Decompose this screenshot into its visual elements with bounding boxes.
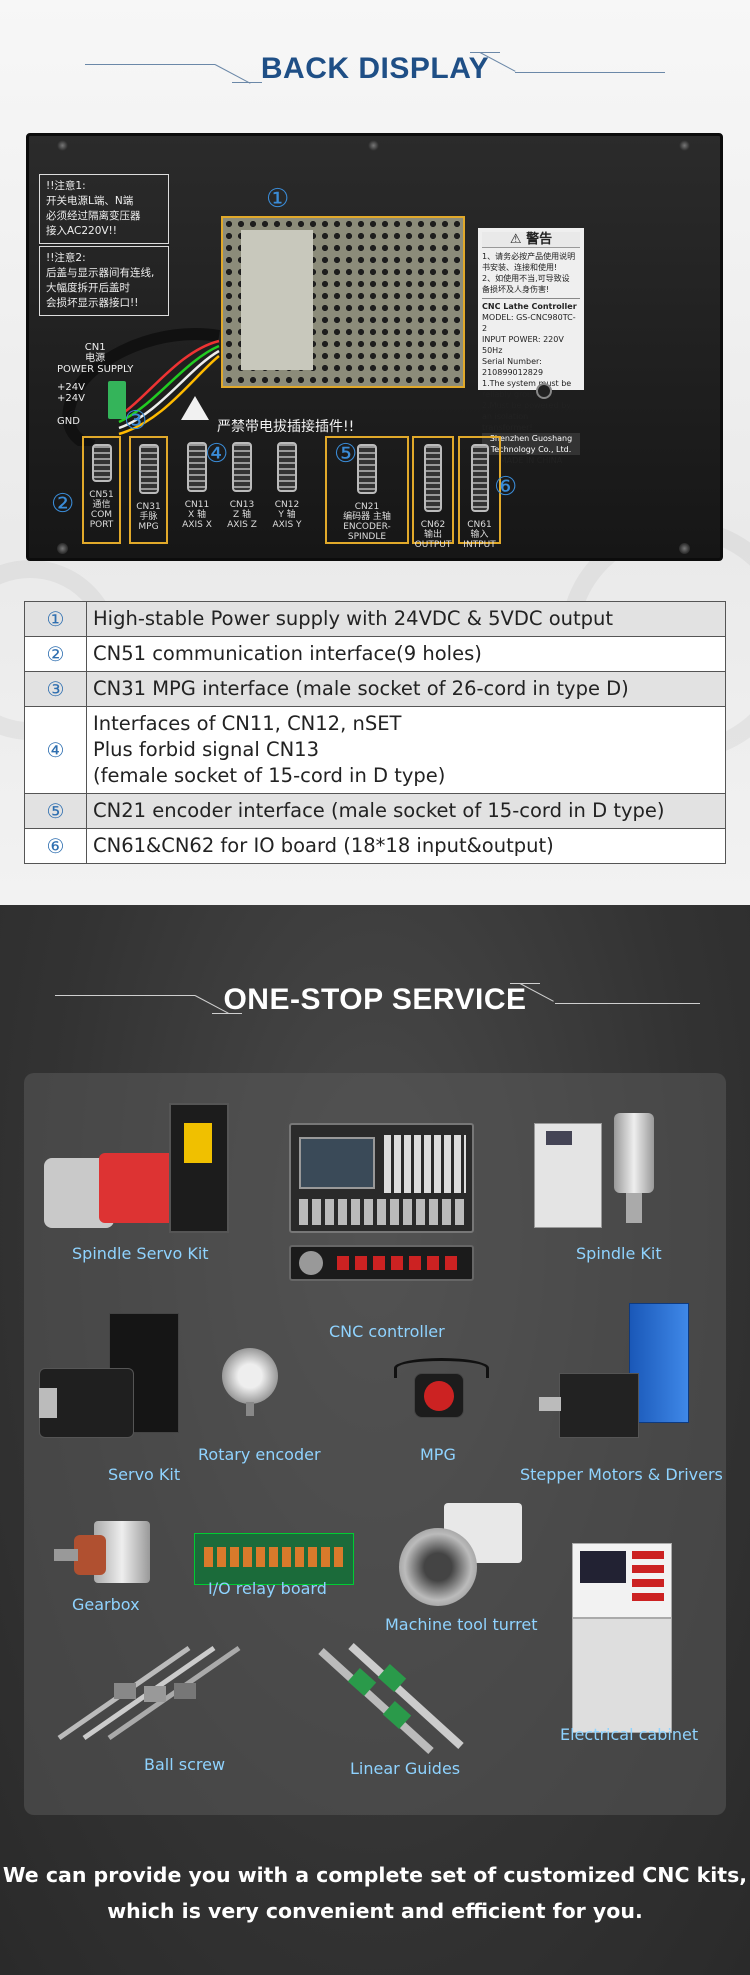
product-label: Stepper Motors & Drivers — [520, 1465, 723, 1484]
table-row: ⑤ CN21 encoder interface (male socket of… — [24, 793, 726, 829]
note-label-2: !!注意2: 后盖与显示器间有连线, 大幅度拆开后盖时 会损坏显示器接口!! — [39, 246, 169, 316]
product-servo-kit — [39, 1313, 199, 1448]
product-label: Machine tool turret — [385, 1615, 538, 1634]
marker-1: ① — [266, 184, 290, 214]
product-spindle-servo-kit — [34, 1103, 234, 1233]
warning-triangle-icon — [181, 396, 209, 420]
footer-line-2: which is very convenient and efficient f… — [107, 1899, 643, 1923]
controller-back-panel: !!注意1: 开关电源L端、N端 必须经过隔离变压器 接入AC220V!! !!… — [26, 133, 723, 561]
footer-line-1: We can provide you with a complete set o… — [2, 1863, 748, 1887]
product-stepper-motors — [539, 1303, 704, 1453]
page-title: BACK DISPLAY — [260, 52, 490, 85]
cn1-power-label: CN1 电源 POWER SUPPLY +24V +24V GND — [57, 342, 134, 427]
product-io-relay-board — [194, 1533, 354, 1585]
product-electrical-cabinet — [572, 1543, 682, 1733]
one-stop-header: ONE-STOP SERVICE — [0, 975, 750, 1025]
product-label: Electrical cabinet — [560, 1725, 699, 1744]
product-spindle-kit — [534, 1113, 674, 1238]
table-row: ⑥ CN61&CN62 for IO board (18*18 input&ou… — [24, 828, 726, 864]
table-row: ④ Interfaces of CN11, CN12, nSET Plus fo… — [24, 706, 726, 794]
product-label: MPG — [420, 1445, 456, 1464]
interface-spec-table: ① High-stable Power supply with 24VDC & … — [24, 601, 726, 864]
product-label: Gearbox — [72, 1595, 140, 1614]
back-display-section: BACK DISPLAY !!注意1: 开关电源L端、N端 必须经过隔离变压器 … — [0, 0, 750, 905]
table-row: ① High-stable Power supply with 24VDC & … — [24, 601, 726, 637]
product-cnc-controller — [289, 1123, 479, 1303]
section-title: ONE-STOP SERVICE — [223, 983, 527, 1016]
product-label: CNC controller — [329, 1322, 445, 1341]
ground-terminal-icon — [536, 383, 552, 399]
product-ball-screw — [57, 1645, 241, 1741]
product-label: Servo Kit — [108, 1465, 181, 1484]
product-label: Linear Guides — [350, 1759, 461, 1778]
screw-icon — [679, 140, 690, 151]
product-label: I/O relay board — [208, 1579, 327, 1598]
psu-label — [241, 230, 313, 370]
power-terminal-block — [108, 381, 126, 419]
table-row: ② CN51 communication interface(9 holes) — [24, 636, 726, 672]
marker-5: ⑤ — [334, 439, 358, 469]
product-label: Ball screw — [144, 1755, 226, 1774]
product-rotary-encoder — [222, 1348, 282, 1418]
product-gearbox — [54, 1521, 154, 1601]
back-display-header: BACK DISPLAY — [0, 44, 750, 94]
product-grid: Spindle Servo Kit CNC controller Spindle… — [24, 1073, 726, 1815]
product-linear-guides — [318, 1643, 464, 1754]
product-label: Rotary encoder — [198, 1445, 321, 1464]
note-label-1: !!注意1: 开关电源L端、N端 必须经过隔离变压器 接入AC220V!! — [39, 174, 169, 244]
product-mpg — [394, 1353, 489, 1433]
marker-2: ② — [51, 489, 75, 519]
product-machine-tool-turret — [394, 1503, 524, 1608]
marker-4: ④ — [205, 439, 229, 469]
screw-icon — [57, 543, 68, 554]
product-label: Spindle Kit — [576, 1244, 662, 1263]
screw-icon — [57, 140, 68, 151]
marker-3: ③ — [124, 406, 148, 436]
screw-icon — [679, 543, 690, 554]
screw-icon — [368, 140, 379, 151]
power-cable-icon — [62, 328, 220, 446]
warning-label: ⚠ 警告 1、请务必按产品使用说明 书安装、连接和使用! 2、如使用不当,可导致… — [478, 228, 584, 465]
product-label: Spindle Servo Kit — [72, 1244, 209, 1263]
table-row: ③ CN31 MPG interface (male socket of 26-… — [24, 671, 726, 707]
one-stop-service-section: ONE-STOP SERVICE Spindle Servo Kit CNC c… — [0, 905, 750, 1975]
marker-6: ⑥ — [494, 472, 518, 502]
forbid-warning-text: 严禁带电拔插接插件!! — [217, 419, 355, 435]
power-supply-module — [221, 216, 465, 388]
